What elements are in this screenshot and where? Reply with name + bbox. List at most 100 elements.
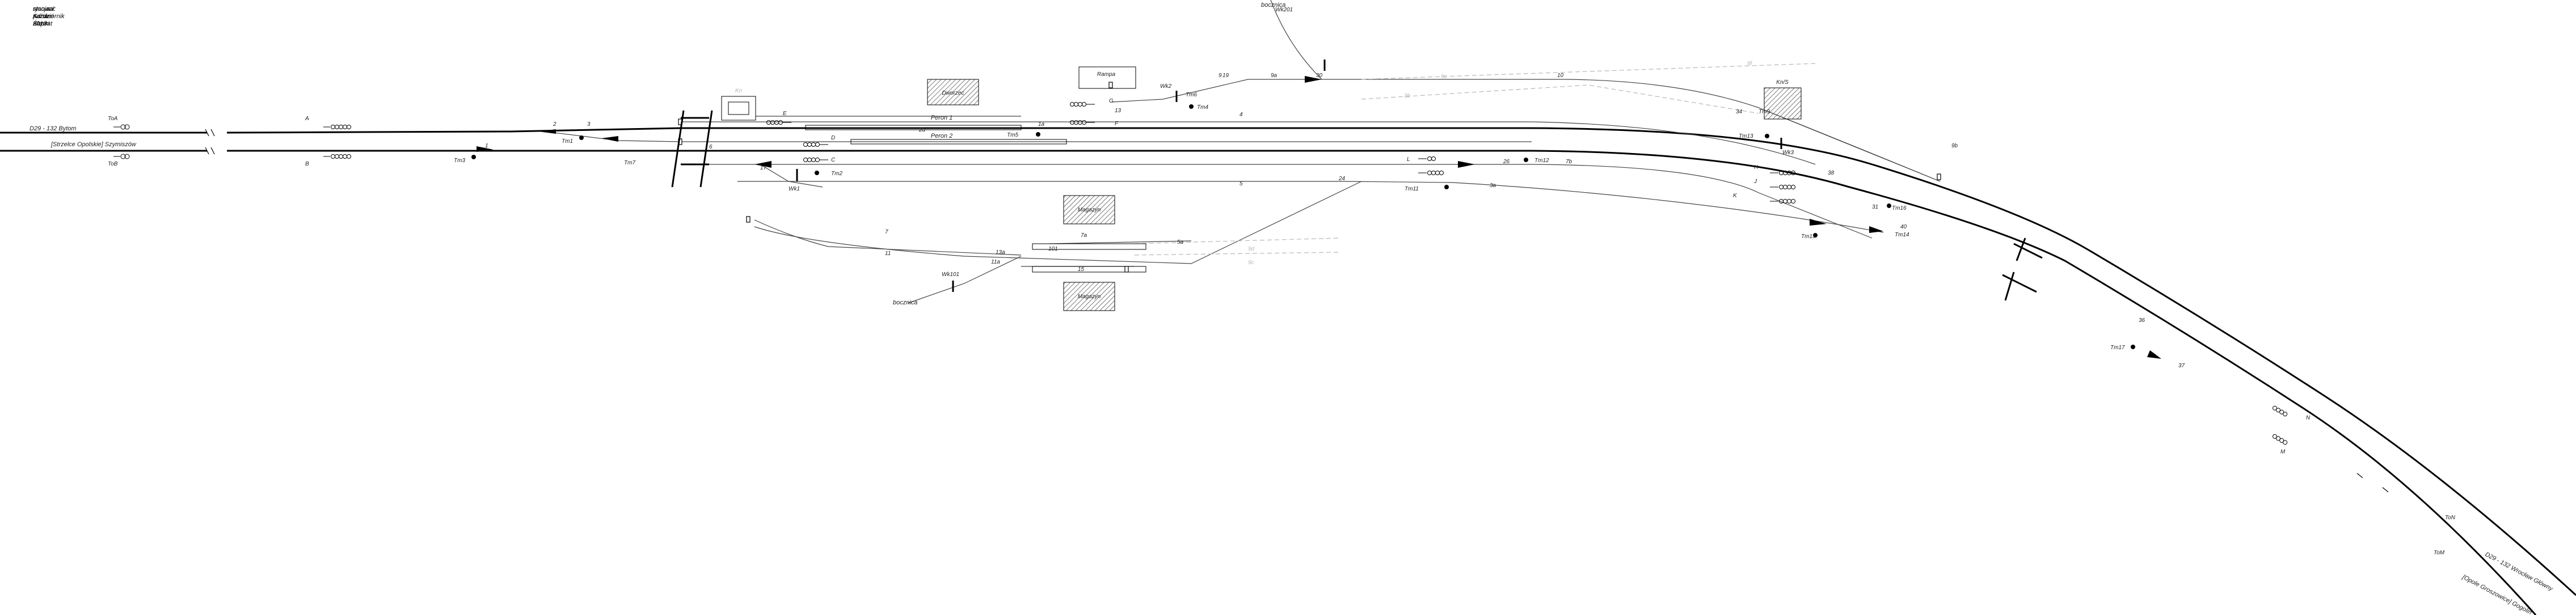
track-number: 7a: [1081, 232, 1087, 239]
track-number: 5: [1239, 181, 1243, 187]
signal-label: C: [831, 157, 836, 163]
warehouse-2-label: Magazyn: [1078, 294, 1101, 300]
track-number: 9e: [1441, 74, 1448, 80]
author: rysował: Adrian Karwat: [33, 6, 56, 27]
signal-label: Wk1: [789, 186, 800, 192]
platform-1: [805, 125, 1022, 130]
signal-labels: ToA ToB A B Tm1 Tm2 Tm3 E D C F G Tm4 Tm…: [108, 7, 2456, 556]
track-numbers: 1 2 3 4 5 6 7 9 10 11 13 15 17 19 24 26 …: [485, 61, 2185, 369]
warehouse-lower: [1063, 282, 1115, 311]
signal-label: Tm17: [2110, 345, 2125, 351]
track-number: 9d: [1248, 246, 1255, 252]
signal-label: Tm16: [1892, 205, 1907, 211]
buffer-stops: [678, 82, 1941, 273]
signal-label: Wk3: [1782, 150, 1794, 156]
signal-label: N: [2306, 415, 2311, 421]
signal-label: M: [2280, 449, 2286, 455]
state-date: stan na: październik 2013: [33, 6, 65, 27]
signal-label: Tm9: [1759, 109, 1770, 115]
track-number: 7: [885, 229, 888, 235]
buildings: Dworzec Magazyn Magazyn Rampa Kn Kn/S: [721, 66, 1802, 311]
main-tracks: [0, 127, 2576, 615]
disused-tracks: [1134, 63, 1816, 256]
signal-label: H: [1754, 164, 1759, 171]
track-number: 13: [1115, 108, 1122, 114]
line-left-lower: [Strzelce Opolskie] Szymiszów: [50, 141, 137, 148]
track-number: 6: [709, 144, 712, 150]
track-number: 3b: [1404, 93, 1411, 99]
track-number: 9f: [1747, 61, 1753, 67]
signal-label: L: [1407, 156, 1410, 163]
building-label: Dworzec: [942, 90, 964, 96]
track-number: 31: [1872, 204, 1878, 210]
track-number: 5a: [1177, 239, 1184, 245]
track-number: 38: [1828, 170, 1835, 176]
signal-label: ToN: [2445, 515, 2456, 521]
ramp-label: Rampa: [1097, 71, 1116, 78]
post-label: Kn: [735, 88, 743, 94]
signal-label: ToM: [2434, 550, 2445, 556]
signal-label: Tm7: [624, 160, 635, 166]
section-marks: [671, 60, 2043, 301]
platform-2: [850, 139, 1067, 145]
station-building: [927, 79, 979, 105]
signal-label: Wk101: [942, 272, 959, 278]
signal-glyphs: [113, 102, 2288, 445]
siding-top: bocznica: [1261, 2, 1285, 9]
signal-label: Tm6: [1186, 92, 1197, 98]
track-number: 40: [1900, 224, 1907, 230]
track-number: 1: [485, 143, 488, 149]
station-name: stacja: Kamień Śląski: [33, 6, 54, 27]
track-number: 15: [1078, 266, 1085, 273]
signal-label: A: [305, 116, 309, 122]
signal-label: G: [1109, 98, 1114, 104]
ramp: [1078, 66, 1136, 89]
track-number: 11: [885, 251, 891, 257]
track-number: 2: [553, 121, 556, 128]
track-number: 36: [2139, 317, 2145, 324]
turnout-wedges: [477, 76, 2161, 359]
line-left-upper: D29 - 132 Bytom: [29, 125, 77, 132]
main-track-upper: [226, 127, 2576, 596]
track-number: 26: [1503, 159, 1510, 165]
track-number: 13a: [996, 249, 1005, 256]
line-right-upper: D29 - 132 Wrocław Główny: [2484, 551, 2555, 593]
signal-label: Tm13: [1739, 133, 1753, 139]
signal-label: J: [1753, 179, 1757, 185]
signal-label: Tm4: [1197, 104, 1208, 111]
track-number: 34: [1736, 109, 1743, 115]
dwarf-signals: [471, 104, 2135, 349]
signal-label: K: [1733, 193, 1738, 199]
signal-label: Tm15: [1801, 234, 1816, 240]
break-marks: [205, 129, 2389, 493]
platform-2-label: Peron 2: [931, 133, 953, 139]
main-track-lower: [227, 150, 2537, 615]
track-number: 1a: [1038, 121, 1045, 128]
signal-label: Tm12: [1534, 158, 1549, 164]
signal-label: Wk2: [1160, 83, 1171, 90]
signal-label: ToB: [108, 161, 118, 167]
track-number: 10: [1557, 73, 1564, 79]
track-number: 3a: [1490, 183, 1496, 189]
signal-label: ToA: [108, 116, 118, 122]
track-number: 9b: [1951, 143, 1958, 149]
signal-label: Tm3: [454, 158, 465, 164]
track-number: 4: [1239, 112, 1243, 118]
signal-label: Tm11: [1405, 186, 1419, 192]
platform-1-label: Peron 1: [931, 114, 953, 121]
signal-label: Wk201: [1275, 7, 1293, 13]
track-number: 9c: [1248, 260, 1254, 266]
line-right-lower: [Opole Groszowice] Gogolin: [2461, 574, 2533, 615]
warehouse-1-label: Magazyn: [1078, 207, 1101, 213]
track-number: 11a: [991, 259, 1000, 265]
box-label: Kn/S: [1776, 79, 1789, 86]
track-number: 24: [1338, 176, 1346, 182]
signal-label: Tm1: [562, 138, 573, 145]
signal-label: F: [1115, 121, 1119, 127]
track-number: 3: [587, 121, 591, 128]
signal-label: D: [831, 135, 835, 141]
track-number: 19: [1222, 73, 1229, 79]
track-number: 9a: [1271, 73, 1278, 79]
signal-box: [1764, 87, 1802, 120]
track-number: 9: [1219, 73, 1222, 79]
